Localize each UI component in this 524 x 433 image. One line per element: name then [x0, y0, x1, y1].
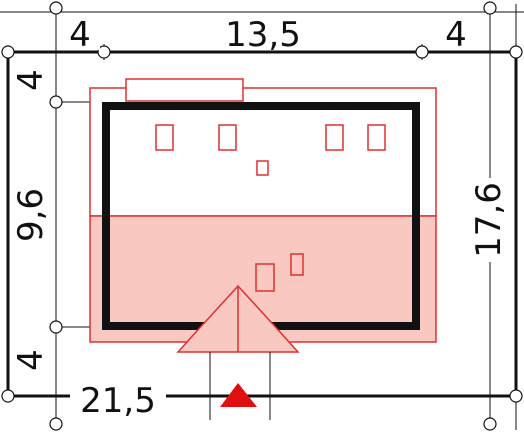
marker	[415, 45, 429, 59]
label-bg	[70, 380, 166, 416]
label-bg	[438, 20, 478, 50]
dimension-top-right: 4	[445, 15, 467, 55]
marker	[483, 417, 497, 431]
label-bg	[60, 20, 100, 50]
dimension-top-middle: 13,5	[225, 15, 301, 55]
window-1	[155, 124, 174, 151]
marker	[509, 45, 523, 59]
window-4	[367, 124, 386, 151]
entrance-arrow-icon	[220, 383, 257, 407]
vent-small	[256, 160, 269, 176]
dimension-bottom-total: 21,5	[80, 381, 156, 421]
label-bg	[212, 20, 316, 50]
roof-chimney-block	[125, 78, 244, 102]
marker	[1, 389, 15, 403]
dimension-left-top: 4	[11, 69, 51, 91]
window-2	[218, 124, 237, 151]
dimension-left-bottom: 4	[11, 349, 51, 371]
marker	[483, 1, 497, 15]
marker	[1, 45, 15, 59]
label-bg	[470, 178, 506, 262]
marker	[49, 417, 63, 431]
marker	[49, 95, 63, 109]
skylight-1	[255, 263, 275, 292]
marker	[97, 45, 111, 59]
marker	[49, 1, 63, 15]
marker	[49, 320, 63, 334]
marker	[509, 389, 523, 403]
dimension-left-middle: 9,6	[11, 188, 51, 242]
dimension-top-left: 4	[69, 15, 91, 55]
dimension-right-total: 17,6	[469, 182, 509, 258]
window-3	[325, 124, 344, 151]
skylight-2	[290, 253, 304, 276]
